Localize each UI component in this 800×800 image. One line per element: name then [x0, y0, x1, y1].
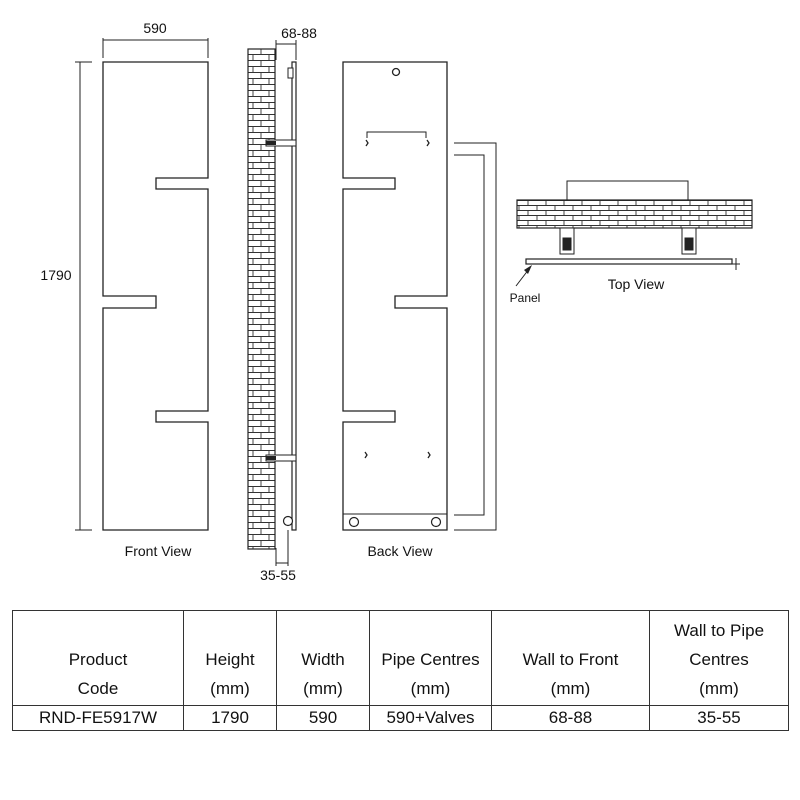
top-view-label: Top View [608, 276, 665, 292]
back-bottom-screws [364, 451, 431, 459]
top-bracket-left [559, 227, 575, 255]
top-depth-dimension [698, 227, 742, 270]
header-wall-to-front: Wall to Front (mm) [491, 610, 650, 706]
header-wall-to-pipe-centres: Wall to Pipe Centres (mm) [649, 610, 789, 706]
side-pipe-connector [282, 515, 294, 527]
wall-to-front-dimension [275, 40, 297, 60]
cell-height: 1790 [183, 705, 277, 731]
panel-label: Panel [510, 291, 541, 305]
technical-drawing: 590 1790 Front View 68-88 35-55 [40, 20, 753, 583]
header-product-code: Product Code [12, 610, 184, 706]
height-dimension [75, 61, 92, 531]
back-pipe-connectors [348, 516, 442, 528]
back-top-stud [391, 67, 401, 77]
wall-to-pipe-label: 35-55 [260, 567, 296, 583]
front-view: 590 1790 Front View [40, 20, 209, 559]
wall-to-front-label: 68-88 [281, 25, 317, 41]
pipe-centres-line [566, 180, 689, 204]
brick-wall-top [516, 199, 753, 229]
height-dimension-label: 1790 [40, 267, 71, 283]
header-height: Height (mm) [183, 610, 277, 706]
width-dimension [102, 38, 209, 58]
back-top-screws [365, 139, 430, 147]
side-panel [291, 61, 297, 531]
front-view-label: Front View [125, 543, 193, 559]
cell-wall-to-front: 68-88 [491, 705, 650, 731]
header-pipe-centres: Pipe Centres (mm) [369, 610, 492, 706]
spec-table: Product Code Height (mm) Width (mm) Pipe… [12, 610, 789, 731]
header-width: Width (mm) [276, 610, 370, 706]
panel-pointer-arrow [515, 265, 532, 287]
spec-table-header-row: Product Code Height (mm) Width (mm) Pipe… [12, 610, 789, 706]
side-bracket-top [265, 139, 297, 147]
back-view-label: Back View [367, 543, 433, 559]
front-panel-outline [102, 61, 209, 531]
top-view-panel [525, 258, 733, 265]
width-dimension-label: 590 [143, 20, 167, 36]
cell-product-code: RND-FE5917W [12, 705, 184, 731]
side-top-stud [287, 67, 294, 79]
back-view: Back View [342, 61, 497, 559]
side-bracket-bottom [265, 454, 297, 462]
back-panel-outline [342, 61, 448, 531]
top-bracket-right [681, 227, 697, 255]
brick-wall-side [247, 48, 276, 550]
back-top-bracket-line [366, 131, 427, 138]
table-row: RND-FE5917W 1790 590 590+Valves 68-88 35… [12, 705, 789, 731]
bracket-span-dimension [454, 142, 497, 531]
wall-to-pipe-dimension [275, 530, 289, 566]
top-view: Panel Top View [510, 180, 753, 305]
side-view: 68-88 35-55 [247, 25, 317, 583]
cell-width: 590 [276, 705, 370, 731]
cell-wall-to-pipe-centres: 35-55 [649, 705, 789, 731]
cell-pipe-centres: 590+Valves [369, 705, 492, 731]
